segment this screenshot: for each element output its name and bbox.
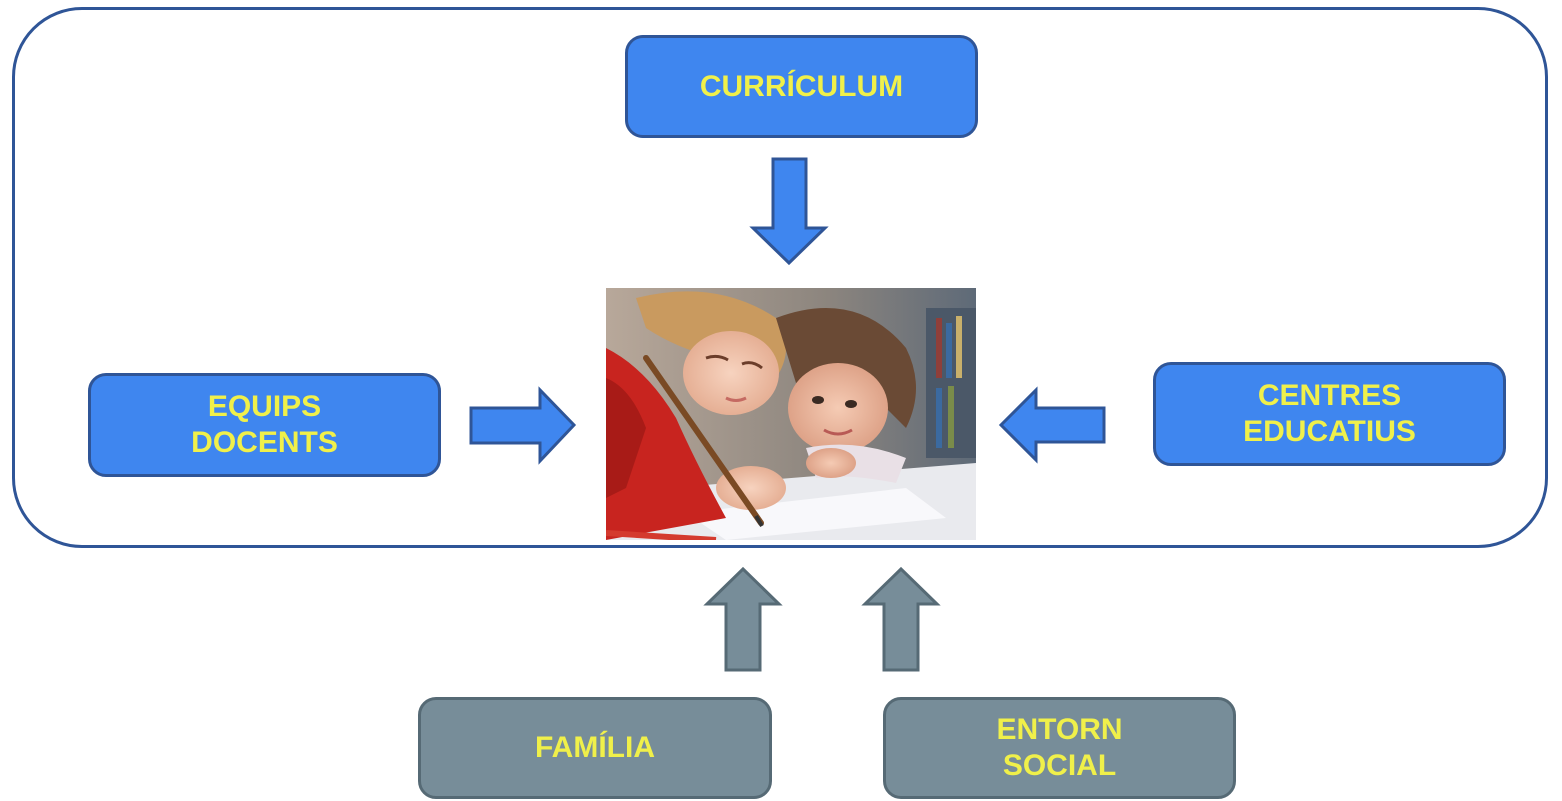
familia-box: FAMÍLIA	[418, 697, 772, 799]
equips-docents-label: EQUIPS DOCENTS	[191, 390, 338, 459]
familia-up-arrow	[703, 566, 783, 672]
school-context-frame	[12, 7, 1548, 548]
centres-educatius-label: CENTRES EDUCATIUS	[1243, 379, 1416, 448]
curriculum-label: CURRÍCULUM	[699, 69, 904, 103]
familia-label: FAMÍLIA	[535, 731, 655, 764]
curriculum-down-arrow	[749, 157, 829, 266]
equips-docents-box: EQUIPS DOCENTS	[88, 373, 441, 477]
children-writing-photo	[606, 288, 976, 540]
centres-educatius-left-arrow	[998, 386, 1106, 464]
entorn-social-label: ENTORN SOCIAL	[996, 713, 1123, 782]
entorn-social-box: ENTORN SOCIAL	[883, 697, 1236, 799]
centres-educatius-box: CENTRES EDUCATIUS	[1153, 362, 1506, 466]
equips-docents-right-arrow	[469, 386, 577, 465]
entorn-social-up-arrow	[861, 566, 941, 672]
curriculum-box: CURRÍCULUM	[625, 35, 978, 138]
